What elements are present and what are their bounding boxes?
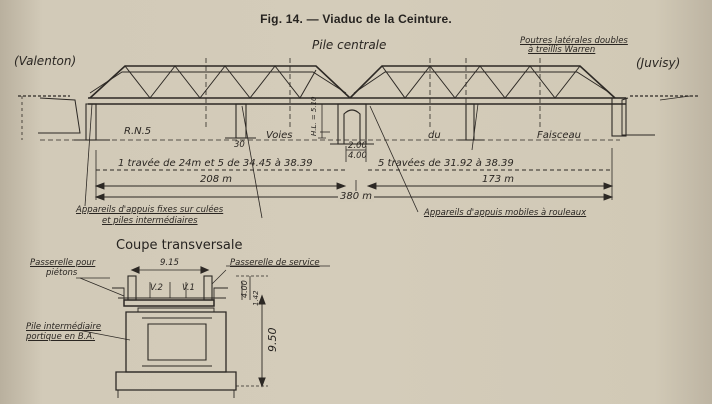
mobile-bearings-label: Appareils d'appuis mobiles à rouleaux bbox=[424, 208, 587, 218]
pier-label-line2: portique en B.A. bbox=[26, 332, 96, 342]
dim-400-label: 4.00 bbox=[348, 151, 367, 161]
length-right-label: 173 m bbox=[480, 174, 517, 185]
dim-400-vertical: 4.00 bbox=[240, 280, 249, 298]
footbridge-pedestrians-line1: Passerelle pour bbox=[30, 258, 96, 268]
right-end-label: (Juvisy) bbox=[636, 56, 681, 70]
left-truss bbox=[89, 58, 351, 128]
figure-caption: Fig. 14. — Viaduc de la Ceinture. bbox=[260, 12, 452, 26]
spans-left-label: 1 travée de 24m et 5 de 34.45 à 38.39 bbox=[118, 158, 313, 169]
dim-30-label: 30 bbox=[234, 140, 245, 150]
cross-section-drawing bbox=[76, 265, 330, 398]
fixed-bearings-line1: Appareils d'appuis fixes sur culées bbox=[76, 205, 224, 215]
height-label: H.L. = 5.10 bbox=[310, 96, 318, 136]
right-truss bbox=[349, 58, 616, 128]
central-pier-label: Pile centrale bbox=[312, 38, 387, 52]
track-1-label: V.1 bbox=[182, 283, 195, 293]
faisceau-label: Faisceau bbox=[537, 130, 581, 141]
width-label: 9.15 bbox=[160, 258, 179, 268]
height-total-label: 9.50 bbox=[266, 327, 279, 353]
deck bbox=[88, 97, 626, 105]
right-embankment bbox=[621, 95, 700, 136]
bearing-leaders bbox=[84, 103, 479, 219]
dim-142-vertical: 1.42 bbox=[252, 290, 260, 306]
tracks-du-label: du bbox=[428, 130, 441, 141]
cross-section-title: Coupe transversale bbox=[116, 238, 243, 253]
length-total-label: 380 m bbox=[338, 191, 375, 202]
dim-200-label: 2.00 bbox=[348, 141, 367, 151]
track-2-label: V.2 bbox=[150, 283, 163, 293]
left-end-label: (Valenton) bbox=[14, 54, 77, 68]
footbridge-pedestrians-line2: piétons bbox=[46, 268, 78, 278]
footbridge-service-label: Passerelle de service bbox=[230, 258, 320, 268]
pier-label-line1: Pile intermédiaire bbox=[26, 322, 102, 332]
girders-label-line2: à treillis Warren bbox=[528, 45, 596, 55]
tracks-label: Voies bbox=[266, 130, 293, 141]
length-left-label: 208 m bbox=[198, 174, 235, 185]
girders-label-line1: Poutres latérales doubles bbox=[520, 36, 628, 46]
spans-right-label: 5 travées de 31.92 à 38.39 bbox=[378, 158, 514, 169]
road-label: R.N.5 bbox=[124, 126, 152, 137]
left-embankment bbox=[18, 95, 81, 140]
fixed-bearings-line2: et piles intermédiaires bbox=[102, 216, 198, 226]
